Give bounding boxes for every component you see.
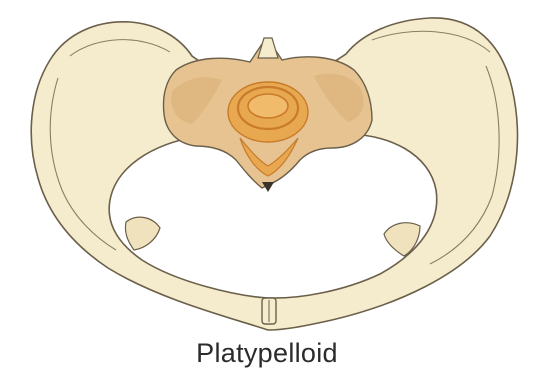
left-ischial-spine — [125, 217, 160, 250]
vertebral-disc-inner-ring — [248, 94, 288, 118]
spinous-process — [258, 38, 278, 58]
pelvis-type-caption: Platypelloid — [0, 338, 534, 369]
